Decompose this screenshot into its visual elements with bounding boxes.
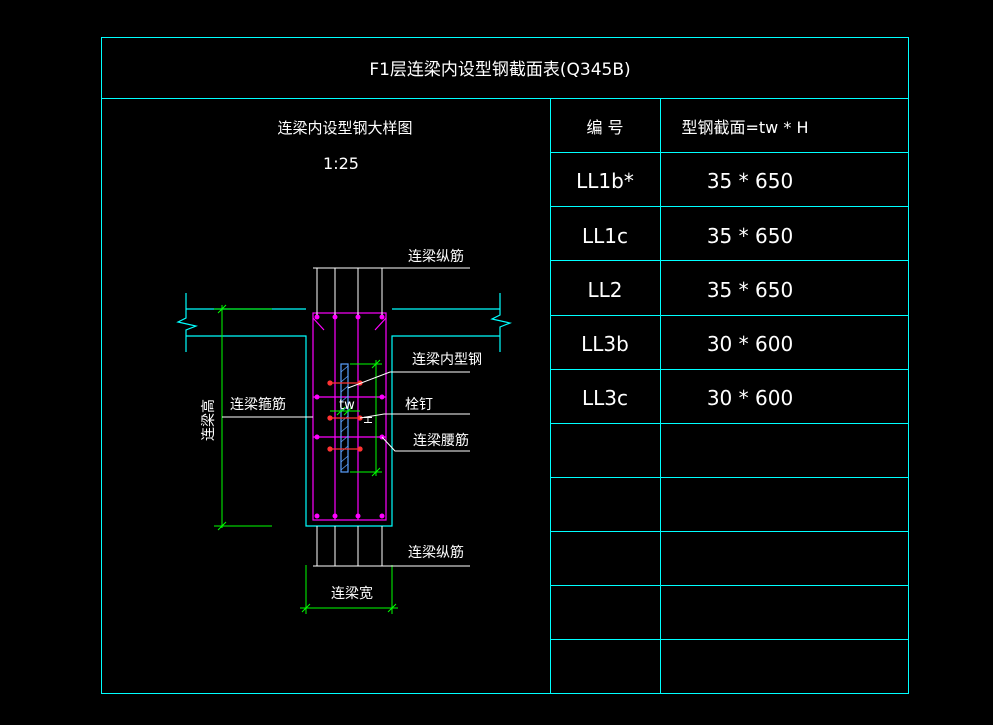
- rebar-dots: [314, 314, 385, 519]
- label-h: H: [362, 416, 375, 424]
- table-cell-section: 35 * 650: [707, 169, 793, 193]
- steel-hatch: [340, 365, 349, 471]
- table-frame: [101, 37, 909, 694]
- label-tw: tw: [339, 398, 355, 413]
- table-body: LL1b* 35 * 650 LL1c 35 * 650 LL2 35 * 65…: [576, 169, 793, 410]
- stirrup: [312, 312, 387, 521]
- table-cell-section: 35 * 650: [707, 278, 793, 302]
- table-cell-section: 30 * 600: [707, 386, 793, 410]
- header-section: 型钢截面=tw * H: [682, 118, 809, 137]
- label-waist-rebar: 连梁腰筋: [413, 432, 469, 449]
- label-steel: 连梁内型钢: [412, 352, 482, 368]
- table-cell-section: 35 * 650: [707, 224, 793, 248]
- label-bottom-rebar: 连梁纵筋: [408, 544, 464, 561]
- table-cell-id: LL1b*: [576, 169, 634, 193]
- header-id: 编 号: [586, 118, 623, 137]
- stud-icon: [327, 380, 363, 452]
- label-beam-width: 连梁宽: [331, 585, 373, 602]
- table-cell-id: LL3c: [582, 386, 628, 410]
- table-title: F1层连梁内设型钢截面表(Q345B): [369, 60, 630, 80]
- label-stud: 栓钉: [405, 397, 433, 413]
- table-cell-section: 30 * 600: [707, 332, 793, 356]
- leader-lines: [222, 267, 470, 567]
- label-stirrup: 连梁箍筋: [230, 396, 286, 413]
- detail-scale: 1:25: [323, 154, 359, 173]
- table-cell-id: LL3b: [581, 332, 629, 356]
- detail-title: 连梁内设型钢大样图: [277, 119, 412, 137]
- label-beam-height: 连梁高: [200, 399, 217, 441]
- table-cell-id: LL1c: [582, 224, 628, 248]
- label-top-rebar: 连梁纵筋: [408, 248, 464, 265]
- table-cell-id: LL2: [587, 278, 622, 302]
